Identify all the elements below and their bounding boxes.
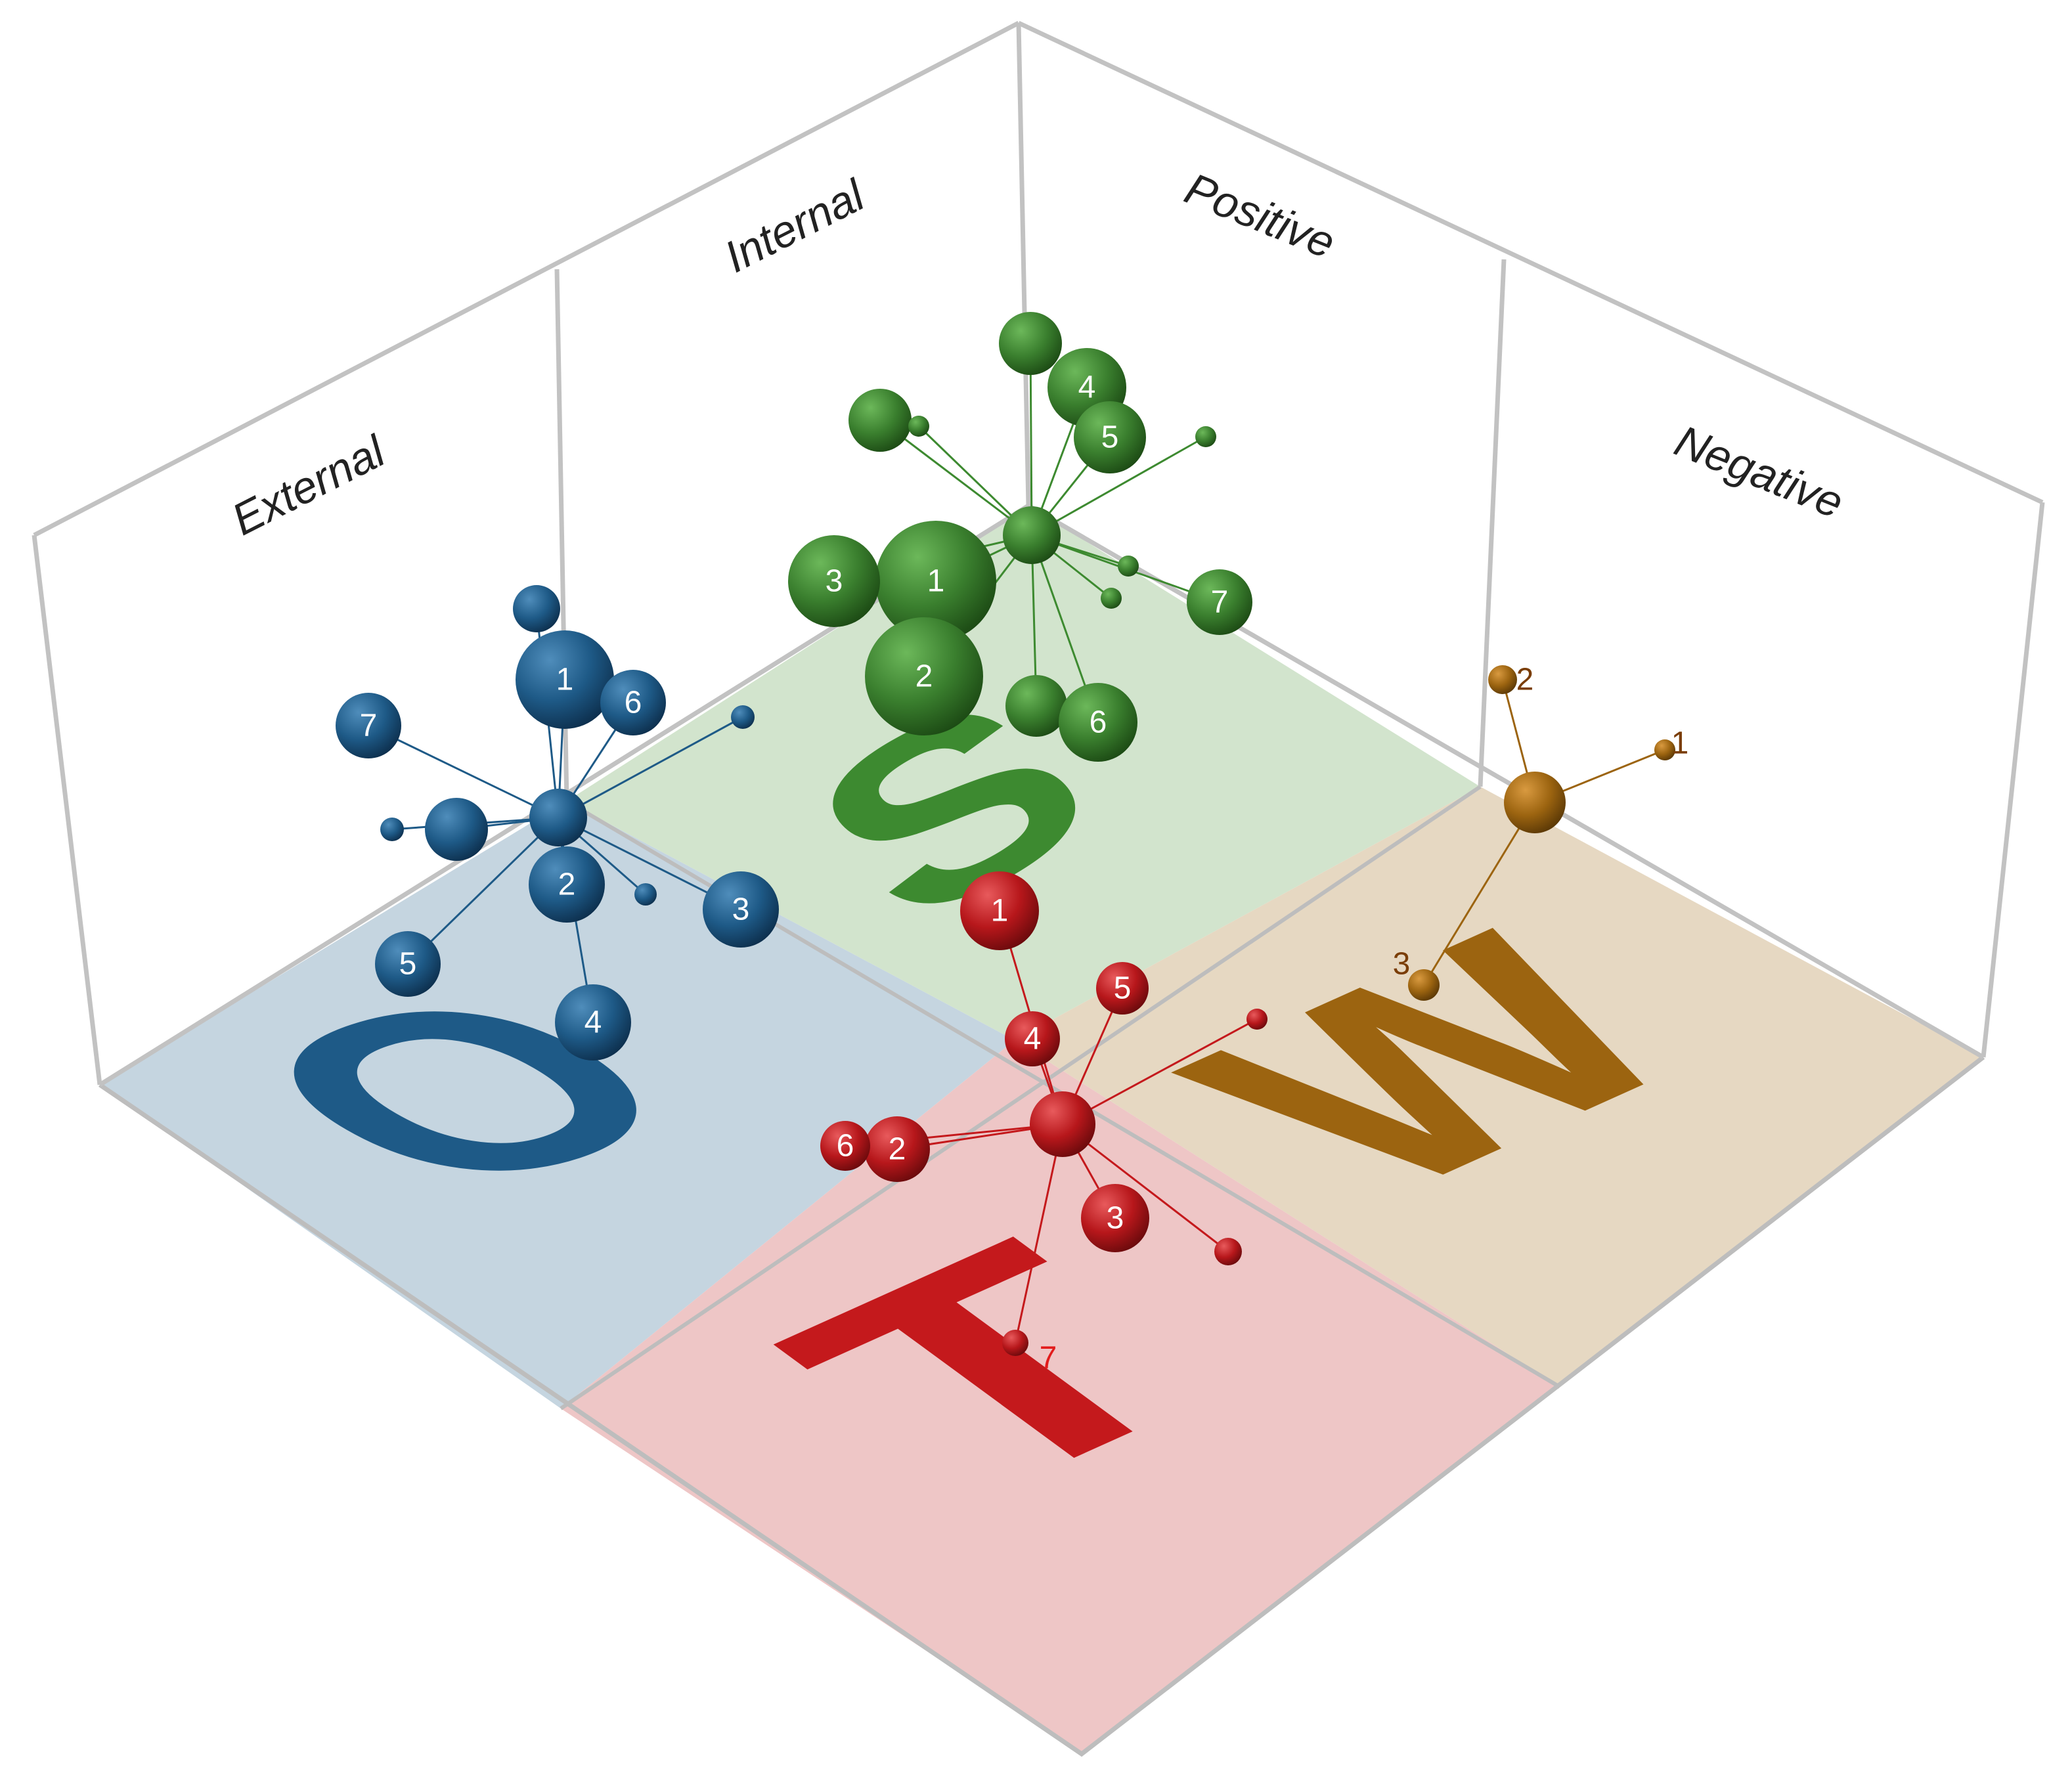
sphere-opportunities-3 [703, 871, 779, 948]
hub-sphere-weaknesses [1504, 772, 1566, 833]
hub-sphere-strengths [1003, 506, 1061, 564]
sphere-opportunities-unlabeled-2 [380, 818, 404, 841]
sphere-threats-3 [1081, 1184, 1149, 1252]
node-label-threats-3: 3 [1107, 1201, 1124, 1236]
sphere-weaknesses-1 [1654, 739, 1675, 760]
sphere-opportunities-5 [375, 931, 441, 997]
node-label-opportunities-4: 4 [584, 1005, 602, 1040]
connector-strengths-8 [879, 419, 1032, 536]
cluster-opportunities: 1 2 3 4 5 6 7 [336, 585, 779, 1060]
node-label-weaknesses-1: 1 [1671, 726, 1689, 761]
sphere-threats-4 [1005, 1011, 1060, 1066]
node-label-strengths-2: 2 [915, 659, 933, 694]
node-label-strengths-3: 3 [826, 564, 843, 599]
wall-left-edge [32, 535, 102, 1085]
sphere-threats-1 [960, 871, 1039, 950]
floor-divider-b [560, 785, 1482, 1410]
node-label-weaknesses-2: 2 [1516, 663, 1534, 697]
node-label-threats-7: 7 [1040, 1341, 1057, 1376]
wall-label-external: External [224, 426, 393, 545]
hub-sphere-opportunities [529, 789, 587, 846]
sphere-strengths-5 [1074, 401, 1146, 473]
sphere-strengths-6 [1059, 683, 1137, 762]
sphere-strengths-unlabeled-1 [849, 389, 912, 452]
node-label-opportunities-2: 2 [558, 867, 576, 902]
node-label-threats-5: 5 [1114, 971, 1132, 1006]
sphere-weaknesses-2 [1488, 665, 1517, 694]
node-label-opportunities-5: 5 [399, 947, 417, 982]
sphere-threats-unlabeled-1 [1214, 1238, 1242, 1265]
sphere-strengths-2 [865, 617, 983, 735]
sphere-opportunities-4 [555, 984, 631, 1060]
node-label-weaknesses-3: 3 [1393, 947, 1411, 982]
node-label-strengths-7: 7 [1211, 585, 1229, 620]
sphere-strengths-unlabeled-3 [1195, 426, 1216, 447]
sphere-opportunities-7 [336, 693, 401, 758]
sphere-weaknesses-3 [1408, 969, 1440, 1001]
sphere-threats-6 [820, 1121, 870, 1171]
connector-weaknesses-2 [1422, 802, 1536, 986]
node-label-opportunities-6: 6 [625, 686, 642, 720]
hub-sphere-threats [1030, 1091, 1095, 1157]
sphere-strengths-3 [788, 535, 880, 627]
sphere-threats-unlabeled-0 [1246, 1009, 1267, 1030]
node-label-strengths-5: 5 [1101, 420, 1119, 455]
connector-opportunities-11 [558, 716, 743, 819]
node-label-strengths-1: 1 [927, 564, 945, 599]
sphere-threats-2 [864, 1116, 930, 1182]
sphere-strengths-unlabeled-4 [1118, 556, 1139, 577]
sphere-strengths-unlabeled-5 [1101, 588, 1122, 609]
node-label-opportunities-1: 1 [556, 663, 574, 697]
connector-threats-8 [1062, 1123, 1229, 1253]
node-label-opportunities-7: 7 [360, 709, 378, 743]
connector-opportunities-4 [407, 816, 560, 965]
sphere-strengths-7 [1187, 569, 1252, 635]
sphere-threats-7 [1002, 1330, 1028, 1356]
node-label-threats-4: 4 [1024, 1022, 1042, 1057]
sphere-opportunities-unlabeled-3 [634, 883, 657, 906]
sphere-opportunities-unlabeled-1 [425, 798, 488, 861]
sphere-opportunities-unlabeled-4 [731, 705, 755, 729]
connector-threats-7 [1062, 1018, 1258, 1126]
cluster-threats: 1 2 3 4 5 6 7 [820, 871, 1267, 1376]
sphere-strengths-1 [875, 521, 996, 642]
wall-label-positive: Positive [1178, 164, 1342, 269]
sphere-strengths-unlabeled-2 [908, 416, 929, 437]
floor-edge [99, 1055, 1985, 1757]
wall-label-negative: Negative [1668, 416, 1850, 528]
cluster-strengths: 1 2 3 45 6 7 [788, 312, 1252, 762]
node-label-strengths-6: 6 [1090, 705, 1107, 740]
wall-right-top [1017, 20, 2044, 505]
node-label-threats-1: 1 [991, 894, 1009, 929]
wall-right-divider [1478, 259, 1507, 787]
connector-strengths-7 [1029, 343, 1033, 536]
sphere-opportunities-6 [600, 670, 666, 735]
sphere-opportunities-unlabeled-0 [513, 585, 560, 632]
node-label-opportunities-3: 3 [732, 892, 750, 927]
sphere-strengths-unlabeled-0 [999, 312, 1062, 375]
sphere-opportunities-1 [516, 630, 614, 729]
wall-right-edge [1981, 502, 2045, 1058]
node-label-threats-6: 6 [837, 1129, 854, 1164]
wall-corner [1016, 22, 1031, 506]
cluster-weaknesses: 1 2 3 [1393, 663, 1689, 1001]
sphere-threats-5 [1096, 962, 1149, 1015]
wall-left-top [33, 20, 1020, 538]
node-label-strengths-4: 4 [1078, 370, 1096, 405]
connector-opportunities-6 [368, 724, 559, 819]
connector-threats-6 [1014, 1124, 1064, 1344]
sphere-opportunities-2 [529, 846, 605, 923]
floor-strengths [567, 506, 1480, 1040]
floor-opportunities [100, 801, 1015, 1409]
node-label-threats-2: 2 [889, 1132, 906, 1167]
connector-strengths-10 [1031, 435, 1206, 536]
sphere-strengths-unlabeled-6 [1005, 675, 1067, 737]
wall-label-internal: Internal [716, 169, 873, 282]
floor [99, 506, 1985, 1757]
